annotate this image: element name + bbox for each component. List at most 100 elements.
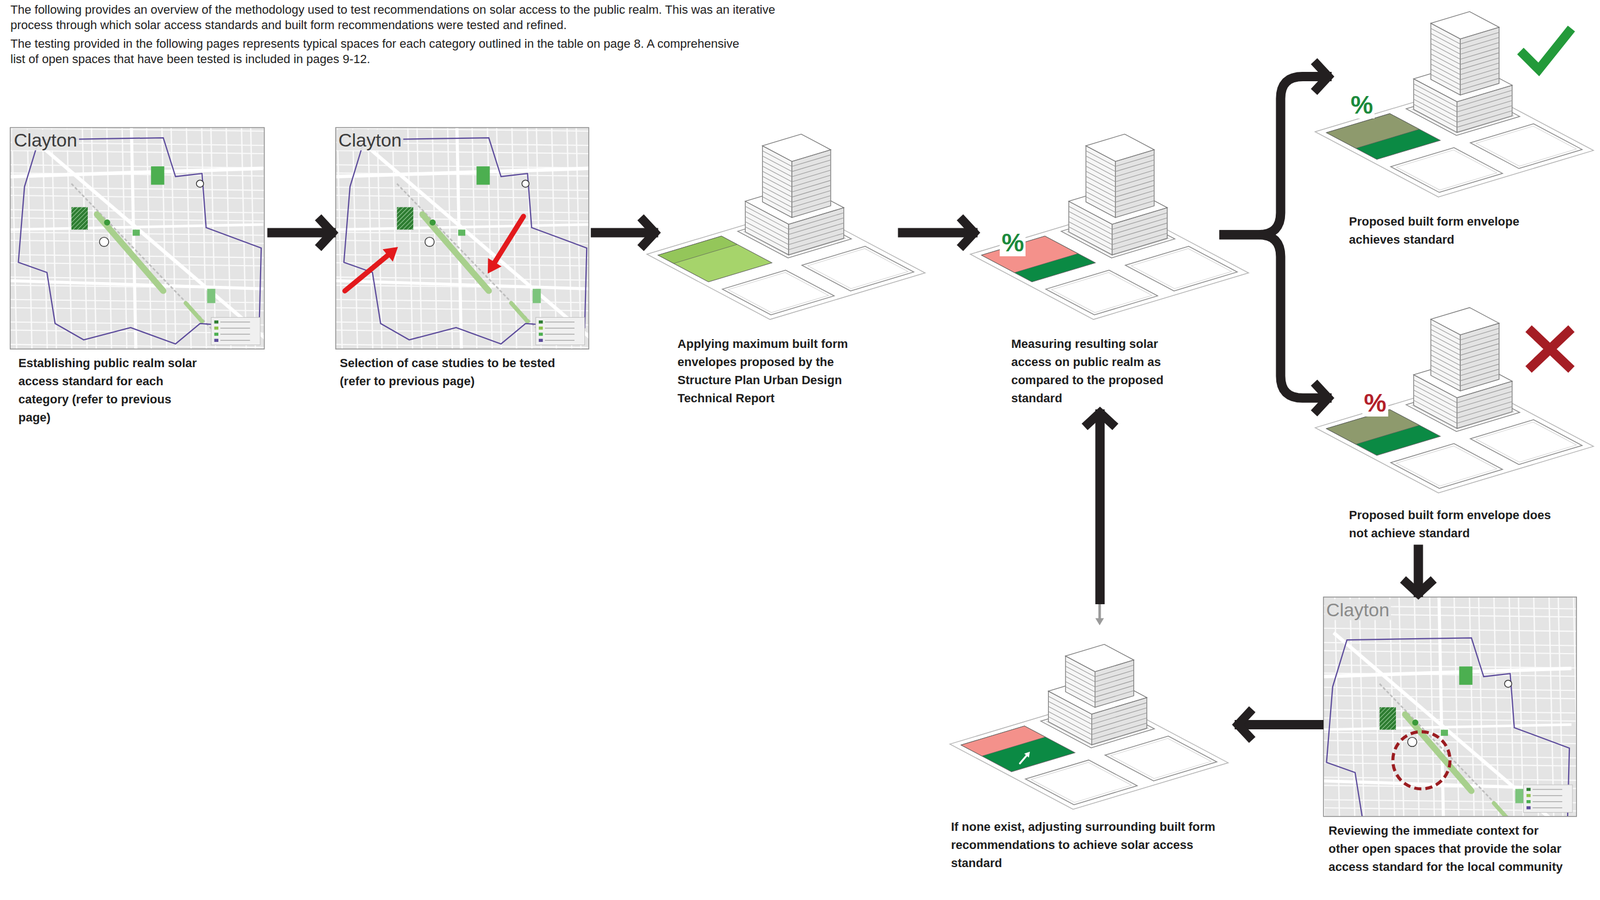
building-floor [1095,680,1135,692]
map-key [544,339,575,341]
map-street [574,127,583,349]
flow-arrow [267,228,336,238]
result-marks [1520,28,1572,370]
step-panel: %Proposed built form envelope does not a… [1331,311,1592,545]
street-block [1125,246,1238,291]
pointer-arrow [345,255,388,291]
building-floor [1431,329,1461,345]
building-floor [1431,339,1461,356]
building-floor [1095,675,1135,687]
building-floor [1091,723,1147,740]
building-floor [1460,32,1500,44]
map-street [335,186,589,191]
building-floor [1460,328,1500,340]
height-reduction-arrow [1095,618,1104,626]
flow-arrow [1219,76,1332,235]
map-marker [196,179,204,188]
building-floor [1456,100,1512,117]
building-floor [1048,706,1092,730]
map-street [10,307,265,312]
map-marker [1407,737,1417,747]
building-roof [762,133,831,162]
street-block [1326,409,1441,455]
building-floor [1431,38,1461,54]
building-floor [1460,338,1500,351]
street-block [1025,759,1138,805]
map-street [40,127,49,349]
map-title: Clayton [12,129,79,151]
flow-arrow [1095,409,1105,605]
map-park [532,288,542,303]
building-floor [1115,195,1155,208]
map-park [1515,789,1524,804]
map-park [396,207,414,230]
building-floor [745,211,789,235]
building-floor [1456,105,1512,122]
step-caption: If none exist, adjusting surrounding bui… [950,817,1233,875]
street-block [981,235,1096,282]
building-floor [791,180,831,193]
street-block [658,235,773,282]
building-floor [762,155,793,172]
map-key [214,338,219,342]
map-boundary [344,137,588,345]
map-street [335,217,589,222]
building-floor [762,160,793,177]
building-floor [1115,159,1155,172]
open-space-lot [981,235,1096,282]
building-floor [1065,676,1096,692]
map-streets [335,127,589,349]
building-floor [1413,400,1457,424]
building-floor [745,216,789,240]
building-floor [1112,217,1168,235]
building-floor [1413,390,1457,414]
map-key [538,332,543,336]
map-street [454,127,464,349]
building-floor [791,154,831,167]
map-key [220,339,251,341]
map-key [220,327,251,329]
map-street [184,127,194,349]
map-key [535,317,585,345]
building-floor [1112,233,1168,250]
building-floor [1431,28,1461,44]
step-caption: Selection of case studies to be tested (… [339,353,559,393]
map-marker [425,237,435,247]
building-floor [1115,170,1155,182]
check-mark [1520,28,1572,70]
map-marker [1504,679,1512,687]
map-street [390,127,399,349]
map-street [89,127,99,349]
building-floor [1085,160,1116,177]
map-street [549,127,559,349]
building-floor [1095,665,1135,677]
street-block [807,248,909,289]
building-floor [1048,701,1092,725]
building-roof [1065,644,1134,672]
intro-paragraph: The testing provided in the following pa… [10,36,752,67]
building-floor [1456,391,1512,408]
street-block [1031,762,1132,803]
pointer-arrow [494,216,524,263]
map-street [129,127,138,349]
percent-mark: % [999,228,1026,257]
building-floor [1460,57,1500,70]
building-floor [791,190,831,202]
direction-arrow [1024,751,1030,758]
map-key [1523,784,1573,813]
building-floor [1460,72,1500,85]
street-block [1105,735,1218,781]
building-floor [791,159,831,172]
map-street [1323,694,1577,699]
map-frame [335,127,589,349]
building-floor [1095,690,1135,702]
building-floor [1085,150,1116,167]
building-floor [1456,396,1512,413]
map-rail-park [185,302,202,321]
map-streets [10,127,265,349]
building-floor [1068,211,1113,235]
map-key [538,326,543,330]
